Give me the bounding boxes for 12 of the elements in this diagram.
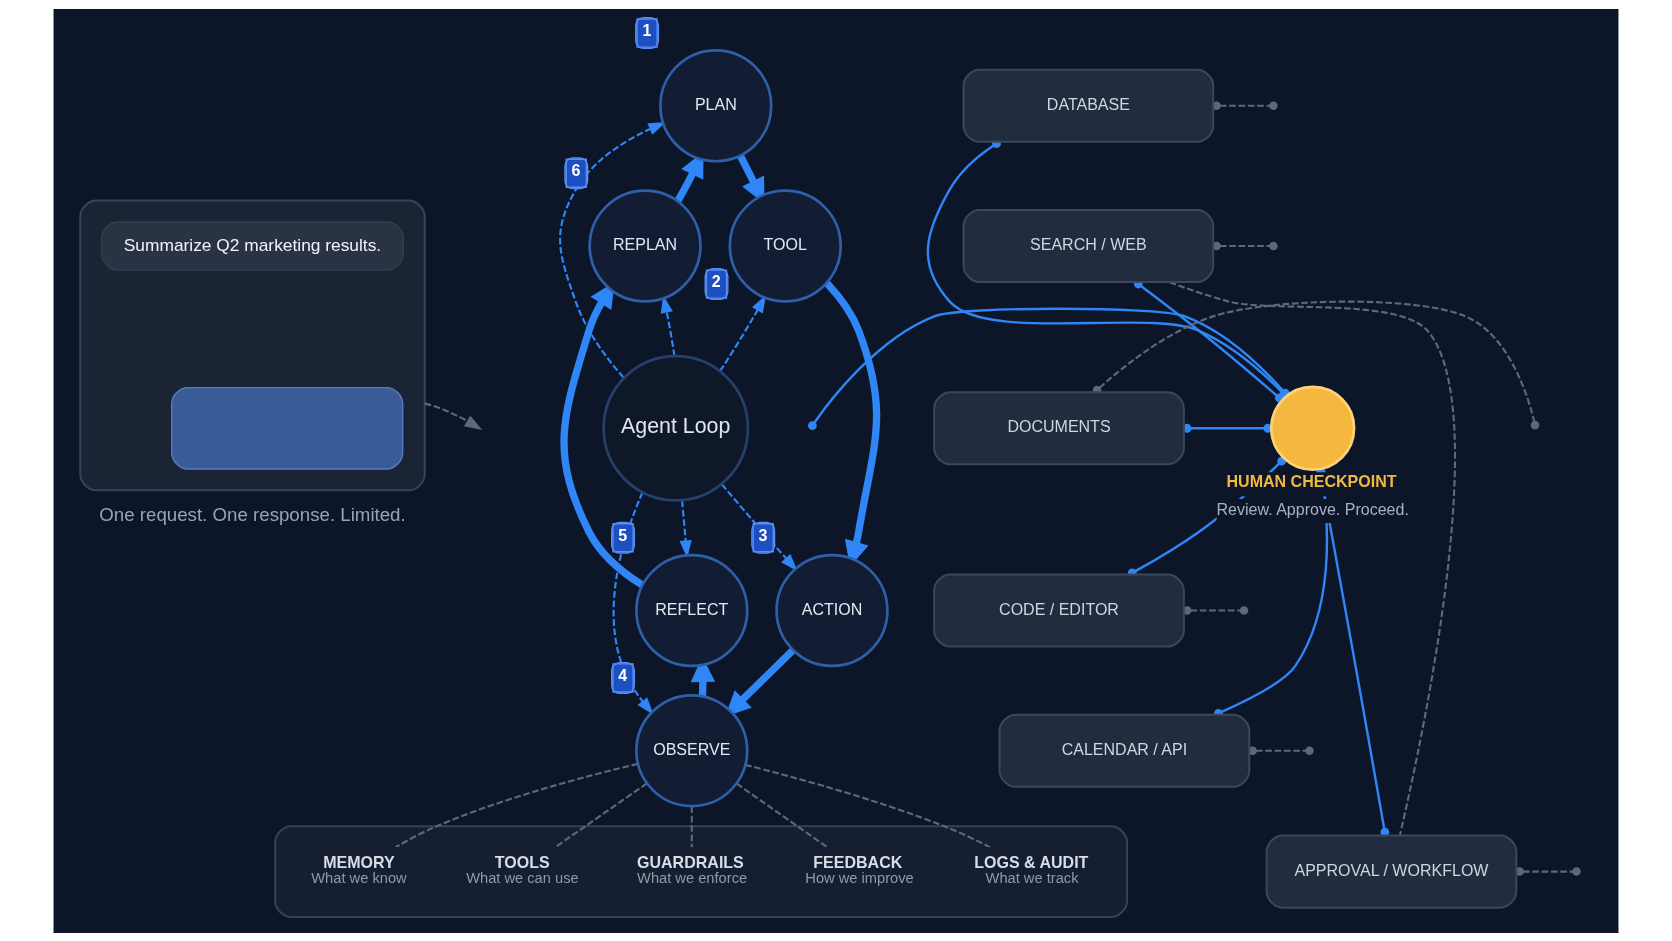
node-label: 5 [618, 525, 628, 544]
node-label: 4 [618, 665, 628, 684]
node-label: One request. One response. Limited. [99, 503, 406, 525]
node-label: 1 [642, 20, 652, 39]
node-text: GUARDRAILS What we enforce [637, 852, 748, 886]
node-text: MEMORY What we know [311, 852, 407, 886]
node-text: TOOLS What we can use [466, 852, 579, 886]
node-label: 3 [758, 525, 768, 544]
node-text: FEEDBACK How we improve [805, 852, 914, 886]
node-label: 2 [711, 271, 721, 290]
node-text: LOGS & AUDIT What we track [974, 852, 1089, 886]
node-label: 6 [571, 160, 581, 179]
